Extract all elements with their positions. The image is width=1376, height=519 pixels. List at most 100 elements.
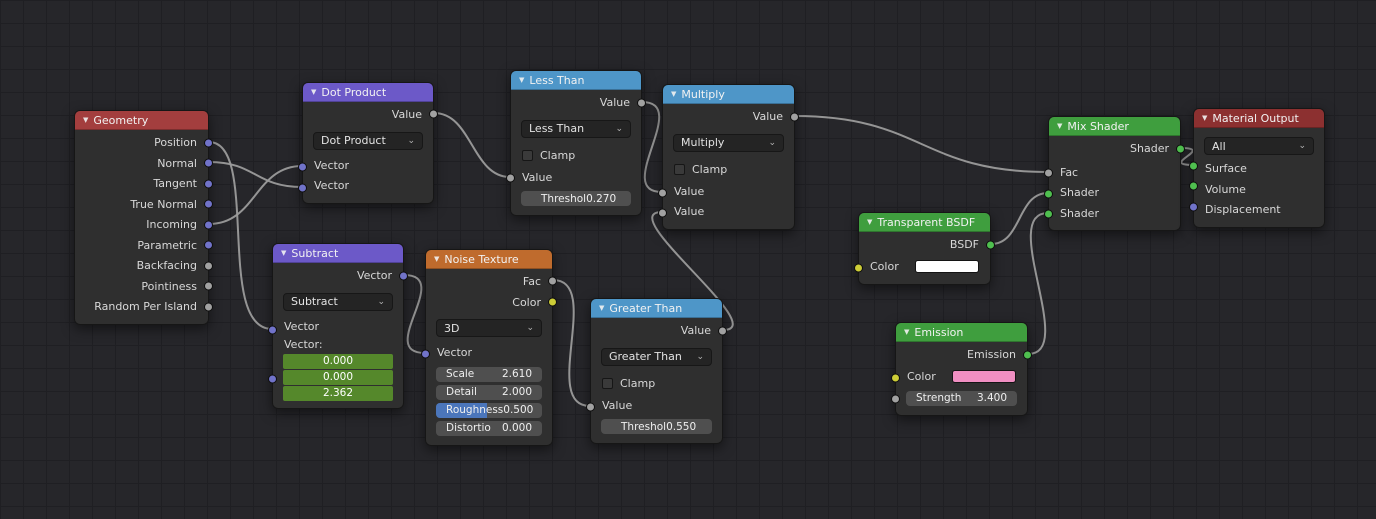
socket-shader-input-2[interactable] <box>1044 210 1053 219</box>
node-multiply-header[interactable]: ▼ Multiply <box>663 85 794 104</box>
socket-pointiness-output[interactable] <box>204 282 213 291</box>
vector-x-field[interactable]: 0.000 <box>283 354 393 369</box>
socket-color-input[interactable] <box>854 264 863 273</box>
node-mix-shader[interactable]: ▼ Mix Shader Shader Fac Shader Shader <box>1048 116 1181 231</box>
vector-z-field[interactable]: 2.362 <box>283 386 393 401</box>
socket-vector-input-1[interactable] <box>298 163 307 172</box>
wire-noise-to-greaterthan <box>553 280 590 406</box>
socket-surface-input[interactable] <box>1189 162 1198 171</box>
socket-vector-output[interactable] <box>399 272 408 281</box>
threshold-slider[interactable]: Threshol 0.550 <box>601 419 712 434</box>
node-noise-texture[interactable]: ▼ Noise Texture Fac Color 3D ⌄ Vector Sc… <box>425 249 553 446</box>
collapse-arrow-icon[interactable]: ▼ <box>519 76 524 84</box>
node-less-than[interactable]: ▼ Less Than Value Less Than ⌄ Clamp Valu… <box>510 70 642 216</box>
socket-value-input-1[interactable] <box>658 189 667 198</box>
socket-vector-input-2[interactable] <box>298 184 307 193</box>
socket-displacement-input[interactable] <box>1189 203 1198 212</box>
node-emission[interactable]: ▼ Emission Emission Color Strength 3.400 <box>895 322 1028 416</box>
socket-value-output[interactable] <box>790 113 799 122</box>
clamp-checkbox[interactable] <box>674 164 685 175</box>
node-material-output-header[interactable]: ▼ Material Output <box>1194 109 1324 128</box>
socket-vector-input-2[interactable] <box>268 375 277 384</box>
collapse-arrow-icon[interactable]: ▼ <box>904 328 909 336</box>
node-multiply[interactable]: ▼ Multiply Value Multiply ⌄ Clamp Value … <box>662 84 795 230</box>
socket-backfacing-output[interactable] <box>204 262 213 271</box>
socket-value-input[interactable] <box>586 403 595 412</box>
distortion-slider[interactable]: Distortio 0.000 <box>436 421 542 436</box>
socket-volume-input[interactable] <box>1189 182 1198 191</box>
roughness-slider[interactable]: Roughness 0.500 <box>436 403 542 418</box>
vector-y-field[interactable]: 0.000 <box>283 370 393 385</box>
dimensions-dropdown[interactable]: 3D ⌄ <box>436 319 542 337</box>
node-greater-than[interactable]: ▼ Greater Than Value Greater Than ⌄ Clam… <box>590 298 723 444</box>
node-geometry-header[interactable]: ▼ Geometry <box>75 111 208 130</box>
node-subtract-header[interactable]: ▼ Subtract <box>273 244 403 263</box>
target-dropdown[interactable]: All ⌄ <box>1204 137 1314 155</box>
node-subtract[interactable]: ▼ Subtract Vector Subtract ⌄ Vector Vect… <box>272 243 404 409</box>
socket-fac-output[interactable] <box>548 277 557 286</box>
operation-dropdown[interactable]: Greater Than ⌄ <box>601 348 712 366</box>
node-transparent-bsdf-header[interactable]: ▼ Transparent BSDF <box>859 213 990 232</box>
node-dot-product[interactable]: ▼ Dot Product Value Dot Product ⌄ Vector… <box>302 82 434 204</box>
socket-value-output[interactable] <box>718 327 727 336</box>
node-material-output[interactable]: ▼ Material Output All ⌄ Surface Volume D… <box>1193 108 1325 228</box>
socket-tangent-output[interactable] <box>204 180 213 189</box>
socket-normal-output[interactable] <box>204 159 213 168</box>
operation-dropdown[interactable]: Less Than ⌄ <box>521 120 631 138</box>
socket-true-normal-output[interactable] <box>204 200 213 209</box>
output-label-incoming: Incoming <box>75 215 208 236</box>
node-noise-texture-header[interactable]: ▼ Noise Texture <box>426 250 552 269</box>
socket-fac-input[interactable] <box>1044 169 1053 178</box>
socket-value-input-2[interactable] <box>658 209 667 218</box>
node-greater-than-header[interactable]: ▼ Greater Than <box>591 299 722 318</box>
strength-label: Strength <box>916 392 961 404</box>
socket-color-input[interactable] <box>891 374 900 383</box>
socket-bsdf-output[interactable] <box>986 241 995 250</box>
strength-slider[interactable]: Strength 3.400 <box>906 391 1017 406</box>
socket-value-output[interactable] <box>429 110 438 119</box>
socket-shader-output[interactable] <box>1176 145 1185 154</box>
threshold-slider[interactable]: Threshol 0.270 <box>521 191 631 206</box>
collapse-arrow-icon[interactable]: ▼ <box>311 88 316 96</box>
socket-shader-input-1[interactable] <box>1044 190 1053 199</box>
collapse-arrow-icon[interactable]: ▼ <box>434 255 439 263</box>
socket-vector-input[interactable] <box>421 350 430 359</box>
clamp-checkbox[interactable] <box>602 378 613 389</box>
output-label-shader: Shader <box>1049 139 1180 160</box>
node-geometry[interactable]: ▼ Geometry Position Normal Tangent True … <box>74 110 209 325</box>
node-mix-shader-header[interactable]: ▼ Mix Shader <box>1049 117 1180 136</box>
socket-color-output[interactable] <box>548 298 557 307</box>
node-emission-header[interactable]: ▼ Emission <box>896 323 1027 342</box>
wire-emission-to-mixshader <box>1028 213 1048 354</box>
socket-value-input[interactable] <box>506 174 515 183</box>
color-swatch[interactable] <box>915 260 979 273</box>
color-swatch[interactable] <box>952 370 1016 383</box>
socket-strength-input[interactable] <box>891 395 900 404</box>
socket-incoming-output[interactable] <box>204 221 213 230</box>
socket-position-output[interactable] <box>204 139 213 148</box>
collapse-arrow-icon[interactable]: ▼ <box>671 90 676 98</box>
collapse-arrow-icon[interactable]: ▼ <box>1057 122 1062 130</box>
collapse-arrow-icon[interactable]: ▼ <box>599 304 604 312</box>
detail-slider[interactable]: Detail 2.000 <box>436 385 542 400</box>
operation-dropdown[interactable]: Multiply ⌄ <box>673 134 784 152</box>
socket-emission-output[interactable] <box>1023 351 1032 360</box>
operation-dropdown[interactable]: Dot Product ⌄ <box>313 132 423 150</box>
socket-parametric-output[interactable] <box>204 241 213 250</box>
node-dot-product-header[interactable]: ▼ Dot Product <box>303 83 433 102</box>
socket-value-output[interactable] <box>637 99 646 108</box>
node-less-than-header[interactable]: ▼ Less Than <box>511 71 641 90</box>
roughness-value: 0.500 <box>503 404 533 416</box>
socket-vector-input-1[interactable] <box>268 326 277 335</box>
scale-slider[interactable]: Scale 2.610 <box>436 367 542 382</box>
clamp-checkbox[interactable] <box>522 150 533 161</box>
collapse-arrow-icon[interactable]: ▼ <box>1202 114 1207 122</box>
chevron-down-icon: ⌄ <box>526 323 534 333</box>
node-transparent-bsdf[interactable]: ▼ Transparent BSDF BSDF Color <box>858 212 991 285</box>
socket-random-per-island-output[interactable] <box>204 303 213 312</box>
operation-dropdown[interactable]: Subtract ⌄ <box>283 293 393 311</box>
collapse-arrow-icon[interactable]: ▼ <box>867 218 872 226</box>
collapse-arrow-icon[interactable]: ▼ <box>83 116 88 124</box>
collapse-arrow-icon[interactable]: ▼ <box>281 249 286 257</box>
